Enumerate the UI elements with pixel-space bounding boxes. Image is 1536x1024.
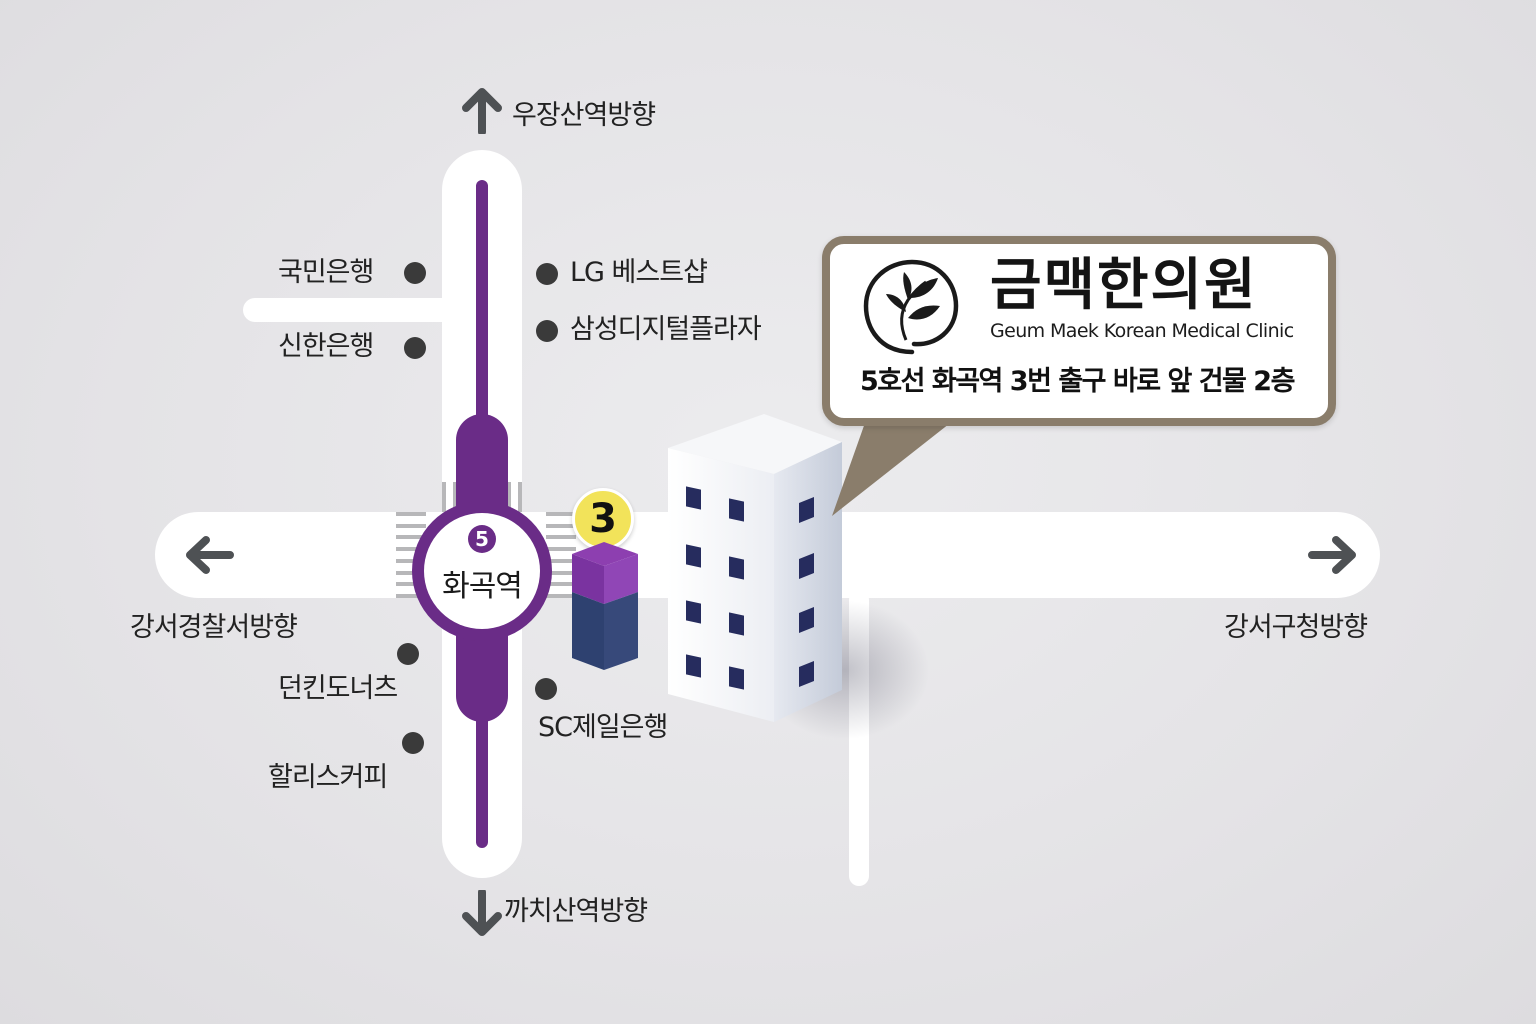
crosswalk-east [546,512,576,598]
clinic-callout[interactable]: 금맥한의원 Geum Maek Korean Medical Clinic 5호… [822,236,1336,426]
building-window [729,556,744,580]
building-window [686,600,701,624]
clinic-location-text: 5호선 화곡역 3번 출구 바로 앞 건물 2층 [860,366,1295,397]
landmark-dunkin: 던킨도너츠 [278,673,398,704]
landmark-dot [402,732,424,754]
landmark-sc-bank: SC제일은행 [538,712,668,743]
arrow-up-icon [462,88,502,134]
building-window [686,486,701,510]
exit-number: 3 [589,496,617,542]
landmark-dot [397,643,419,665]
building-window [729,666,744,690]
station-name: 화곡역 [442,569,523,604]
callout-pointer [832,420,954,516]
landmark-dot [536,320,558,342]
building-window [729,612,744,636]
exit-pillar-icon [572,542,638,670]
landmark-kb-bank: 국민은행 [278,257,374,288]
landmark-dot [404,337,426,359]
building-window [686,654,701,678]
line-number-badge: 5 [468,525,496,553]
clinic-building-icon[interactable] [664,412,846,724]
building-window [729,498,744,522]
arrow-right-icon [1308,536,1356,574]
line-number: 5 [475,527,489,551]
direction-west-label: 강서경찰서방향 [130,612,298,643]
station-marker[interactable]: 5 화곡역 [412,501,552,641]
exit-number-badge: 3 [572,488,634,550]
landmark-dot [535,678,557,700]
arrow-left-icon [186,536,234,574]
landmark-lg-bestshop: LG 베스트샵 [570,257,708,288]
exit-3-marker[interactable]: 3 [570,488,640,672]
direction-east-label: 강서구청방향 [1224,612,1368,643]
landmark-dot [536,263,558,285]
landmark-samsung-plaza: 삼성디지털플라자 [570,314,762,345]
clinic-name-korean: 금맥한의원 [990,253,1258,318]
clinic-logo-leaf-icon [863,259,959,355]
building-window [686,544,701,568]
landmark-hollys: 할리스커피 [268,762,388,793]
arrow-down-icon [462,890,502,936]
direction-north-label: 우장산역방향 [512,100,656,131]
clinic-name-english: Geum Maek Korean Medical Clinic [990,320,1294,342]
landmark-dot [404,262,426,284]
road-side-street-south [849,590,869,886]
direction-south-label: 까치산역방향 [504,896,648,927]
crosswalk-west [396,512,426,598]
road-side-street-nw [243,298,463,322]
landmark-shinhan-bank: 신한은행 [278,331,374,362]
